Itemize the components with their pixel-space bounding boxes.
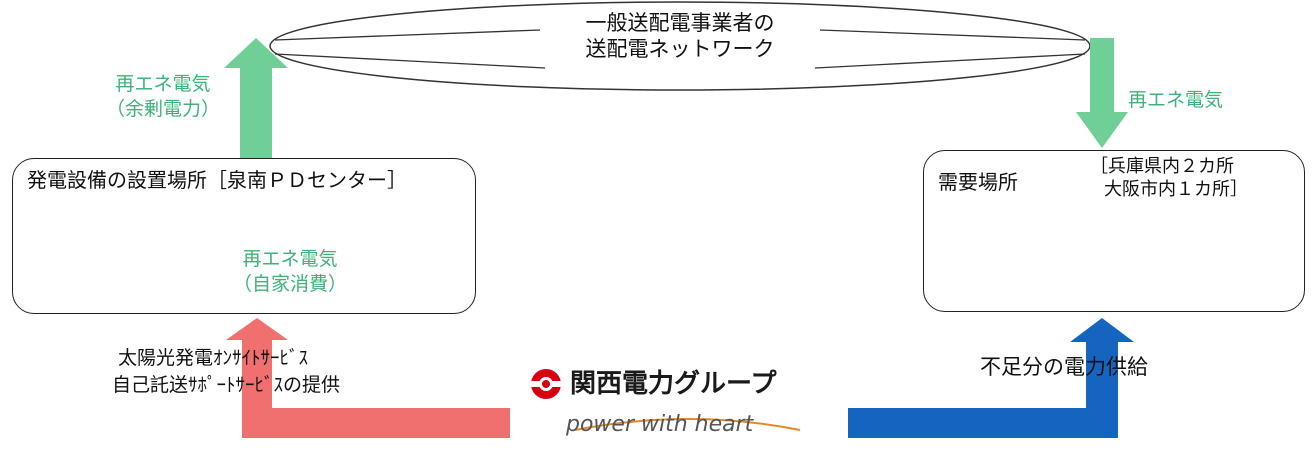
demand-site-locations-line2: 大阪市内１カ所］ [1104, 178, 1248, 200]
generation-site-title: 発電設備の設置場所［泉南ＰＤセンター］ [27, 168, 407, 192]
kansai-logo-mark-icon [531, 369, 561, 399]
network-label-line1: 一般送配電事業者の [585, 11, 775, 35]
generation-site-box: 発電設備の設置場所［泉南ＰＤセンター］ 再エネ電気 （自家消費） [12, 158, 476, 314]
network-label: 一般送配電事業者の 送配電ネットワーク [560, 11, 800, 61]
service-label-line1: 太陽光発電ｵﾝｻｲﾄｻｰﾋﾞｽ [118, 347, 309, 369]
service-label-line2: 自己託送ｻﾎﾟｰﾄｻｰﾋﾞｽの提供 [112, 373, 341, 396]
service-label: 太陽光発電ｵﾝｻｲﾄｻｰﾋﾞｽ 自己託送ｻﾎﾟｰﾄｻｰﾋﾞｽの提供 [112, 347, 341, 397]
surplus-label: 再エネ電気 （余剰電力） [88, 73, 238, 121]
network-label-line2: 送配電ネットワーク [585, 37, 775, 62]
self-use-label-line1: 再エネ電気 [242, 248, 338, 270]
kansai-logo-name: 関西電力グループ [570, 369, 777, 399]
kansai-logo-tagline: power with heart [566, 412, 754, 437]
supply-label: 再エネ電気 [1128, 89, 1224, 111]
self-use-label-line2: （自家消費） [232, 272, 347, 295]
supply-down-arrow [1076, 38, 1128, 148]
surplus-label-line2: （余剰電力） [105, 97, 220, 120]
demand-site-locations: ［兵庫県内２カ所 大阪市内１カ所］ [1090, 156, 1248, 200]
surplus-label-line1: 再エネ電気 [115, 73, 211, 95]
shortage-label: 不足分の電力供給 [980, 355, 1148, 379]
demand-site-locations-line1: ［兵庫県内２カ所 [1090, 156, 1234, 177]
tagline-swoosh [574, 418, 801, 431]
self-use-label: 再エネ電気 （自家消費） [225, 248, 355, 296]
service-red-arrow [226, 318, 510, 438]
surplus-up-arrow [224, 38, 288, 168]
shortage-blue-arrow [848, 318, 1134, 438]
demand-site-box: 需要場所 ［兵庫県内２カ所 大阪市内１カ所］ [923, 150, 1305, 312]
demand-site-title: 需要場所 [938, 170, 1018, 194]
